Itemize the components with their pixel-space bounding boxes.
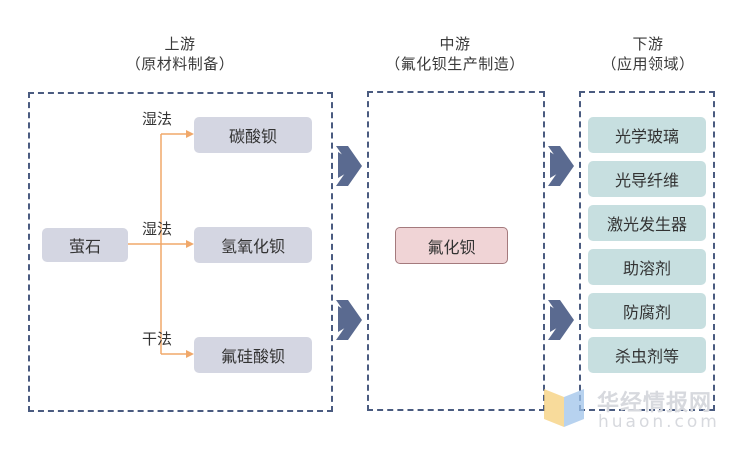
midstream-title: 中游: [439, 35, 471, 53]
watermark-logo: [544, 389, 584, 427]
watermark-cn: 华经情报网: [597, 391, 713, 416]
midstream-header: 中游 （氟化钡生产制造）: [360, 34, 550, 74]
method-label-wet-1: 湿法: [142, 110, 173, 128]
app-optical-fiber: 光导纤维: [588, 161, 706, 197]
midstream-panel: [367, 91, 545, 411]
barium-fluoride-node: 氟化钡: [395, 227, 508, 264]
app-laser-generator: 激光发生器: [588, 205, 706, 241]
app-optical-glass: 光学玻璃: [588, 117, 706, 153]
flow-arrow-2: [338, 306, 360, 332]
upstream-header: 上游 （原材料制备）: [100, 34, 260, 74]
flow-arrow-4: [550, 306, 572, 332]
barium-hydroxide-node: 氢氧化钡: [194, 227, 312, 263]
app-pesticide: 杀虫剂等: [588, 337, 706, 373]
downstream-subtitle: （应用领域）: [601, 55, 695, 73]
barium-carbonate-node: 碳酸钡: [194, 117, 312, 153]
method-label-dry: 干法: [142, 330, 173, 348]
upstream-panel: [28, 92, 333, 412]
app-preservative: 防腐剂: [588, 293, 706, 329]
app-flux: 助溶剂: [588, 249, 706, 285]
flow-arrow-3: [550, 152, 572, 178]
upstream-title: 上游: [164, 35, 196, 53]
method-label-wet-2: 湿法: [142, 220, 173, 238]
midstream-subtitle: （氟化钡生产制造）: [385, 55, 525, 73]
fluorite-node: 萤石: [42, 228, 128, 262]
downstream-panel: [579, 91, 715, 411]
watermark-en: huaon.com: [598, 412, 720, 432]
upstream-subtitle: （原材料制备）: [125, 55, 235, 73]
downstream-header: 下游 （应用领域）: [578, 34, 718, 74]
downstream-title: 下游: [632, 35, 664, 53]
flow-arrow-1: [338, 152, 360, 178]
barium-fluorosilicate-node: 氟硅酸钡: [194, 337, 312, 373]
